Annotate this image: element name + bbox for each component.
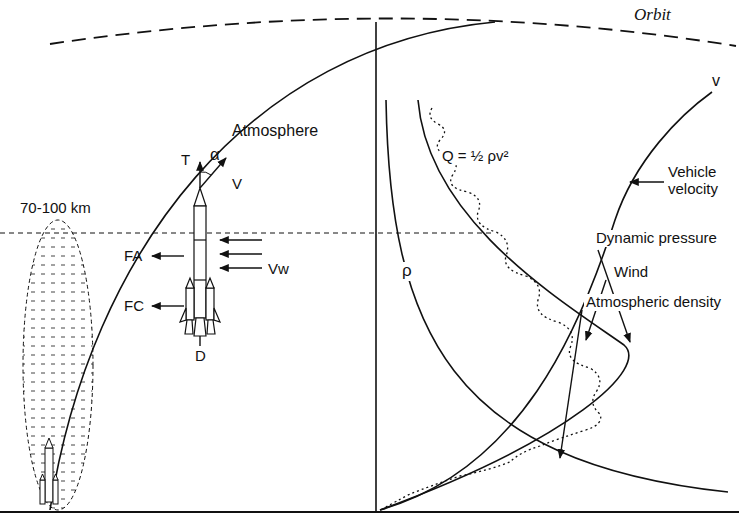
small-rocket: [40, 438, 58, 504]
wind-curve: [384, 108, 601, 508]
curve-label: Vehicle velocity: [668, 164, 734, 197]
control-force-arrow: [152, 305, 184, 306]
thrust-arrow: [199, 162, 200, 188]
velocity-symbol: v: [712, 72, 720, 90]
angle-symbol: α: [210, 146, 220, 165]
density-symbol: ρ: [400, 262, 414, 281]
drag-symbol: D: [195, 348, 206, 365]
aero-force-arrow: [152, 255, 184, 256]
rocket: [180, 188, 220, 336]
angle-arc: [200, 172, 211, 175]
wind-arrow: [220, 239, 262, 240]
wind-arrow: [220, 253, 262, 254]
atmosphere-boundary: [0, 233, 495, 234]
force-symbol: T: [181, 152, 190, 169]
force-symbol: FA: [124, 248, 142, 265]
wind-symbol: Vw: [268, 261, 289, 278]
drag-line: [199, 336, 200, 346]
leader-arrow: [630, 181, 664, 182]
curve-label: Wind: [612, 264, 650, 281]
ground-line: [0, 511, 739, 513]
wind-arrow: [220, 267, 262, 268]
curve-label: Dynamic pressure: [594, 230, 719, 247]
curve-label: Atmospheric density: [584, 294, 723, 311]
orbit-label: Orbit: [632, 6, 673, 25]
region-label: Atmosphere: [232, 122, 318, 140]
density-curve: [386, 100, 728, 492]
formula-label: Q = ½ ρv²: [440, 148, 510, 165]
altitude-label: 70-100 km: [18, 200, 93, 217]
force-symbol: FC: [124, 298, 144, 315]
axis-line: [375, 22, 377, 512]
leader-arrow: [560, 310, 582, 458]
vector-symbol: V: [232, 176, 242, 193]
trajectory: [50, 22, 495, 510]
